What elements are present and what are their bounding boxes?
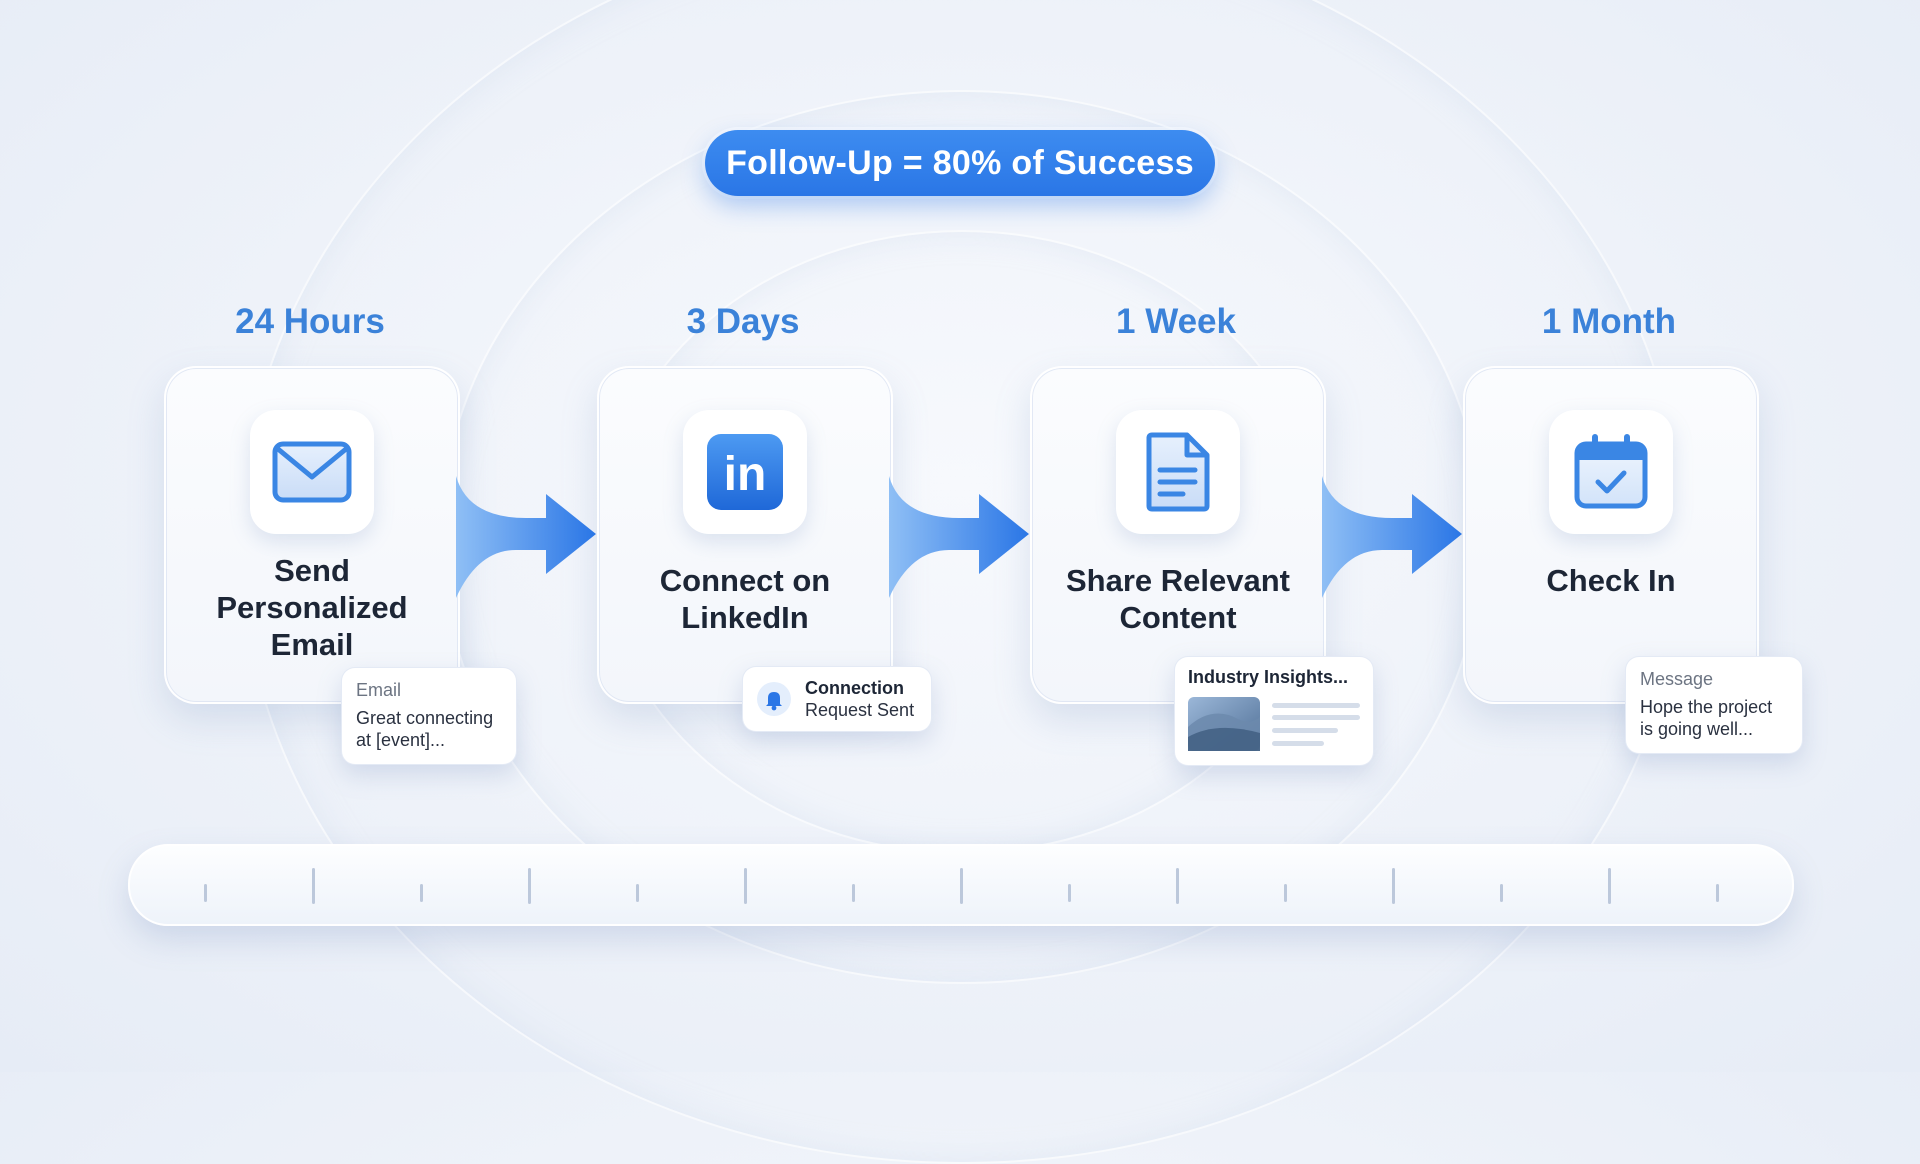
envelope-icon <box>272 441 352 503</box>
placeholder-line <box>1272 741 1324 746</box>
message-note-text: Hope the project is going well... <box>1640 696 1772 740</box>
note-line: at [event]... <box>356 730 446 750</box>
timeline-tick <box>1392 868 1395 904</box>
image-thumbnail-icon <box>1188 697 1260 751</box>
placeholder-line <box>1272 703 1360 708</box>
note-line: is going well... <box>1640 719 1754 739</box>
step-title-line: LinkedIn <box>681 600 809 635</box>
content-note: Industry Insights... <box>1174 656 1374 766</box>
timeline-tick <box>636 884 639 902</box>
content-note-heading: Industry Insights... <box>1188 667 1349 687</box>
linkedin-icon: in <box>707 434 783 510</box>
arrow-right-icon <box>1322 476 1462 598</box>
placeholder-line <box>1272 728 1338 733</box>
email-note-heading: Email <box>356 680 402 700</box>
linkedin-note: Connection Request Sent <box>742 666 932 732</box>
step-title-line: Connect on <box>659 563 831 598</box>
document-icon-tile <box>1116 410 1240 534</box>
step-title-linkedin: Connect on LinkedIn <box>609 562 881 636</box>
calendar-icon-tile <box>1549 410 1673 534</box>
step-title-line: Check In <box>1546 563 1676 598</box>
bell-icon <box>757 682 791 716</box>
step-title-content: Share Relevant Content <box>1042 562 1314 636</box>
email-note: Email Great connecting at [event]... <box>341 667 517 765</box>
timeline-bar <box>128 844 1794 926</box>
step-card-content: Share Relevant Content <box>1030 366 1326 704</box>
timeline-tick <box>420 884 423 902</box>
timeline-tick <box>960 868 963 904</box>
placeholder-line <box>1272 715 1360 720</box>
arrow-right-icon <box>889 476 1029 598</box>
linkedin-note-text: Connection Request Sent <box>805 677 914 721</box>
timeline-tick <box>744 868 747 904</box>
timeline-tick <box>1608 868 1611 904</box>
time-label-1-week: 1 Week <box>1116 302 1236 341</box>
step-card-linkedin: in Connect on LinkedIn <box>597 366 893 704</box>
timeline-tick <box>528 868 531 904</box>
linkedin-icon-tile: in <box>683 410 807 534</box>
timeline-tick <box>1176 868 1179 904</box>
note-line: Great connecting <box>356 708 494 728</box>
headline-badge: Follow-Up = 80% of Success <box>705 130 1215 196</box>
time-label-24-hours: 24 Hours <box>235 302 385 341</box>
step-title-line: Email <box>270 627 354 662</box>
step-title-line: Content <box>1119 600 1237 635</box>
timeline-tick <box>1716 884 1719 902</box>
email-note-text: Great connecting at [event]... <box>356 707 493 751</box>
time-label-3-days: 3 Days <box>686 302 800 341</box>
step-title-line: Share Relevant <box>1066 563 1290 598</box>
note-line: Connection <box>805 678 904 698</box>
linkedin-logo-text: in <box>724 448 767 501</box>
document-icon <box>1146 432 1210 512</box>
timeline-tick <box>204 884 207 902</box>
step-card-email: Send Personalized Email <box>164 366 460 704</box>
timeline-tick <box>852 884 855 902</box>
timeline-tick <box>1500 884 1503 902</box>
arrow-right-icon <box>456 476 596 598</box>
timeline-tick <box>312 868 315 904</box>
time-label-1-month: 1 Month <box>1541 302 1677 341</box>
message-note-heading: Message <box>1640 669 1714 689</box>
note-line: Request Sent <box>805 700 915 720</box>
timeline-tick <box>1284 884 1287 902</box>
message-note: Message Hope the project is going well..… <box>1625 656 1803 754</box>
step-title-email: Send Personalized Email <box>176 552 448 663</box>
calendar-check-icon <box>1574 434 1648 509</box>
note-line: Hope the project <box>1640 697 1773 717</box>
step-card-check-in: Check In <box>1463 366 1759 704</box>
timeline-tick <box>1068 884 1071 902</box>
step-title-line: Send <box>274 553 350 588</box>
step-title-check-in: Check In <box>1475 562 1747 599</box>
envelope-icon-tile <box>250 410 374 534</box>
step-title-line: Personalized <box>216 590 408 625</box>
